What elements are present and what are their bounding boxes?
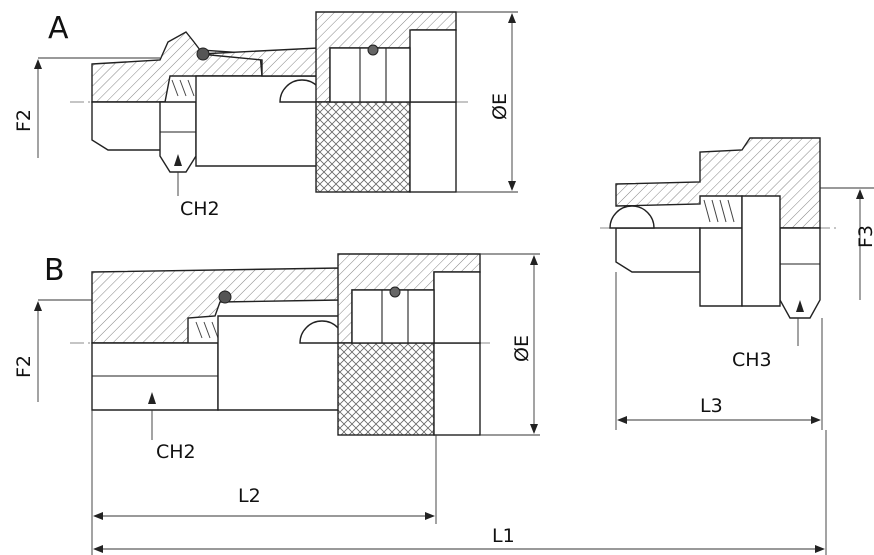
ball-male (609, 205, 655, 229)
ch2-a-label: CH2 (180, 198, 220, 220)
thread-male (703, 199, 735, 223)
l2-label: L2 (238, 485, 261, 507)
male-nipple: F3 CH3 L3 (600, 137, 874, 430)
l3-label: L3 (700, 395, 723, 417)
nipple-lower-a (91, 101, 166, 151)
overall-dimensions: L2 L1 (91, 410, 827, 555)
knurl-grip-a (315, 101, 411, 193)
f2-b-label: F2 (13, 355, 35, 378)
f3-label: F3 (855, 225, 874, 248)
nipple-lower-male (615, 227, 701, 273)
view-b-female-coupler: F2 ØE B CH2 (13, 253, 540, 463)
view-b-label: B (44, 253, 65, 288)
ch3-label: CH3 (732, 349, 772, 371)
view-a-female-coupler: F2 ØE A CH2 (13, 11, 518, 220)
knurl-grip-b (337, 342, 435, 436)
view-a-label: A (48, 11, 69, 46)
f2-a-label: F2 (13, 109, 35, 132)
oe-b-label: ØE (511, 335, 533, 362)
ch2-b-label: CH2 (156, 441, 196, 463)
oe-a-label: ØE (489, 93, 511, 120)
l1-label: L1 (492, 525, 515, 547)
